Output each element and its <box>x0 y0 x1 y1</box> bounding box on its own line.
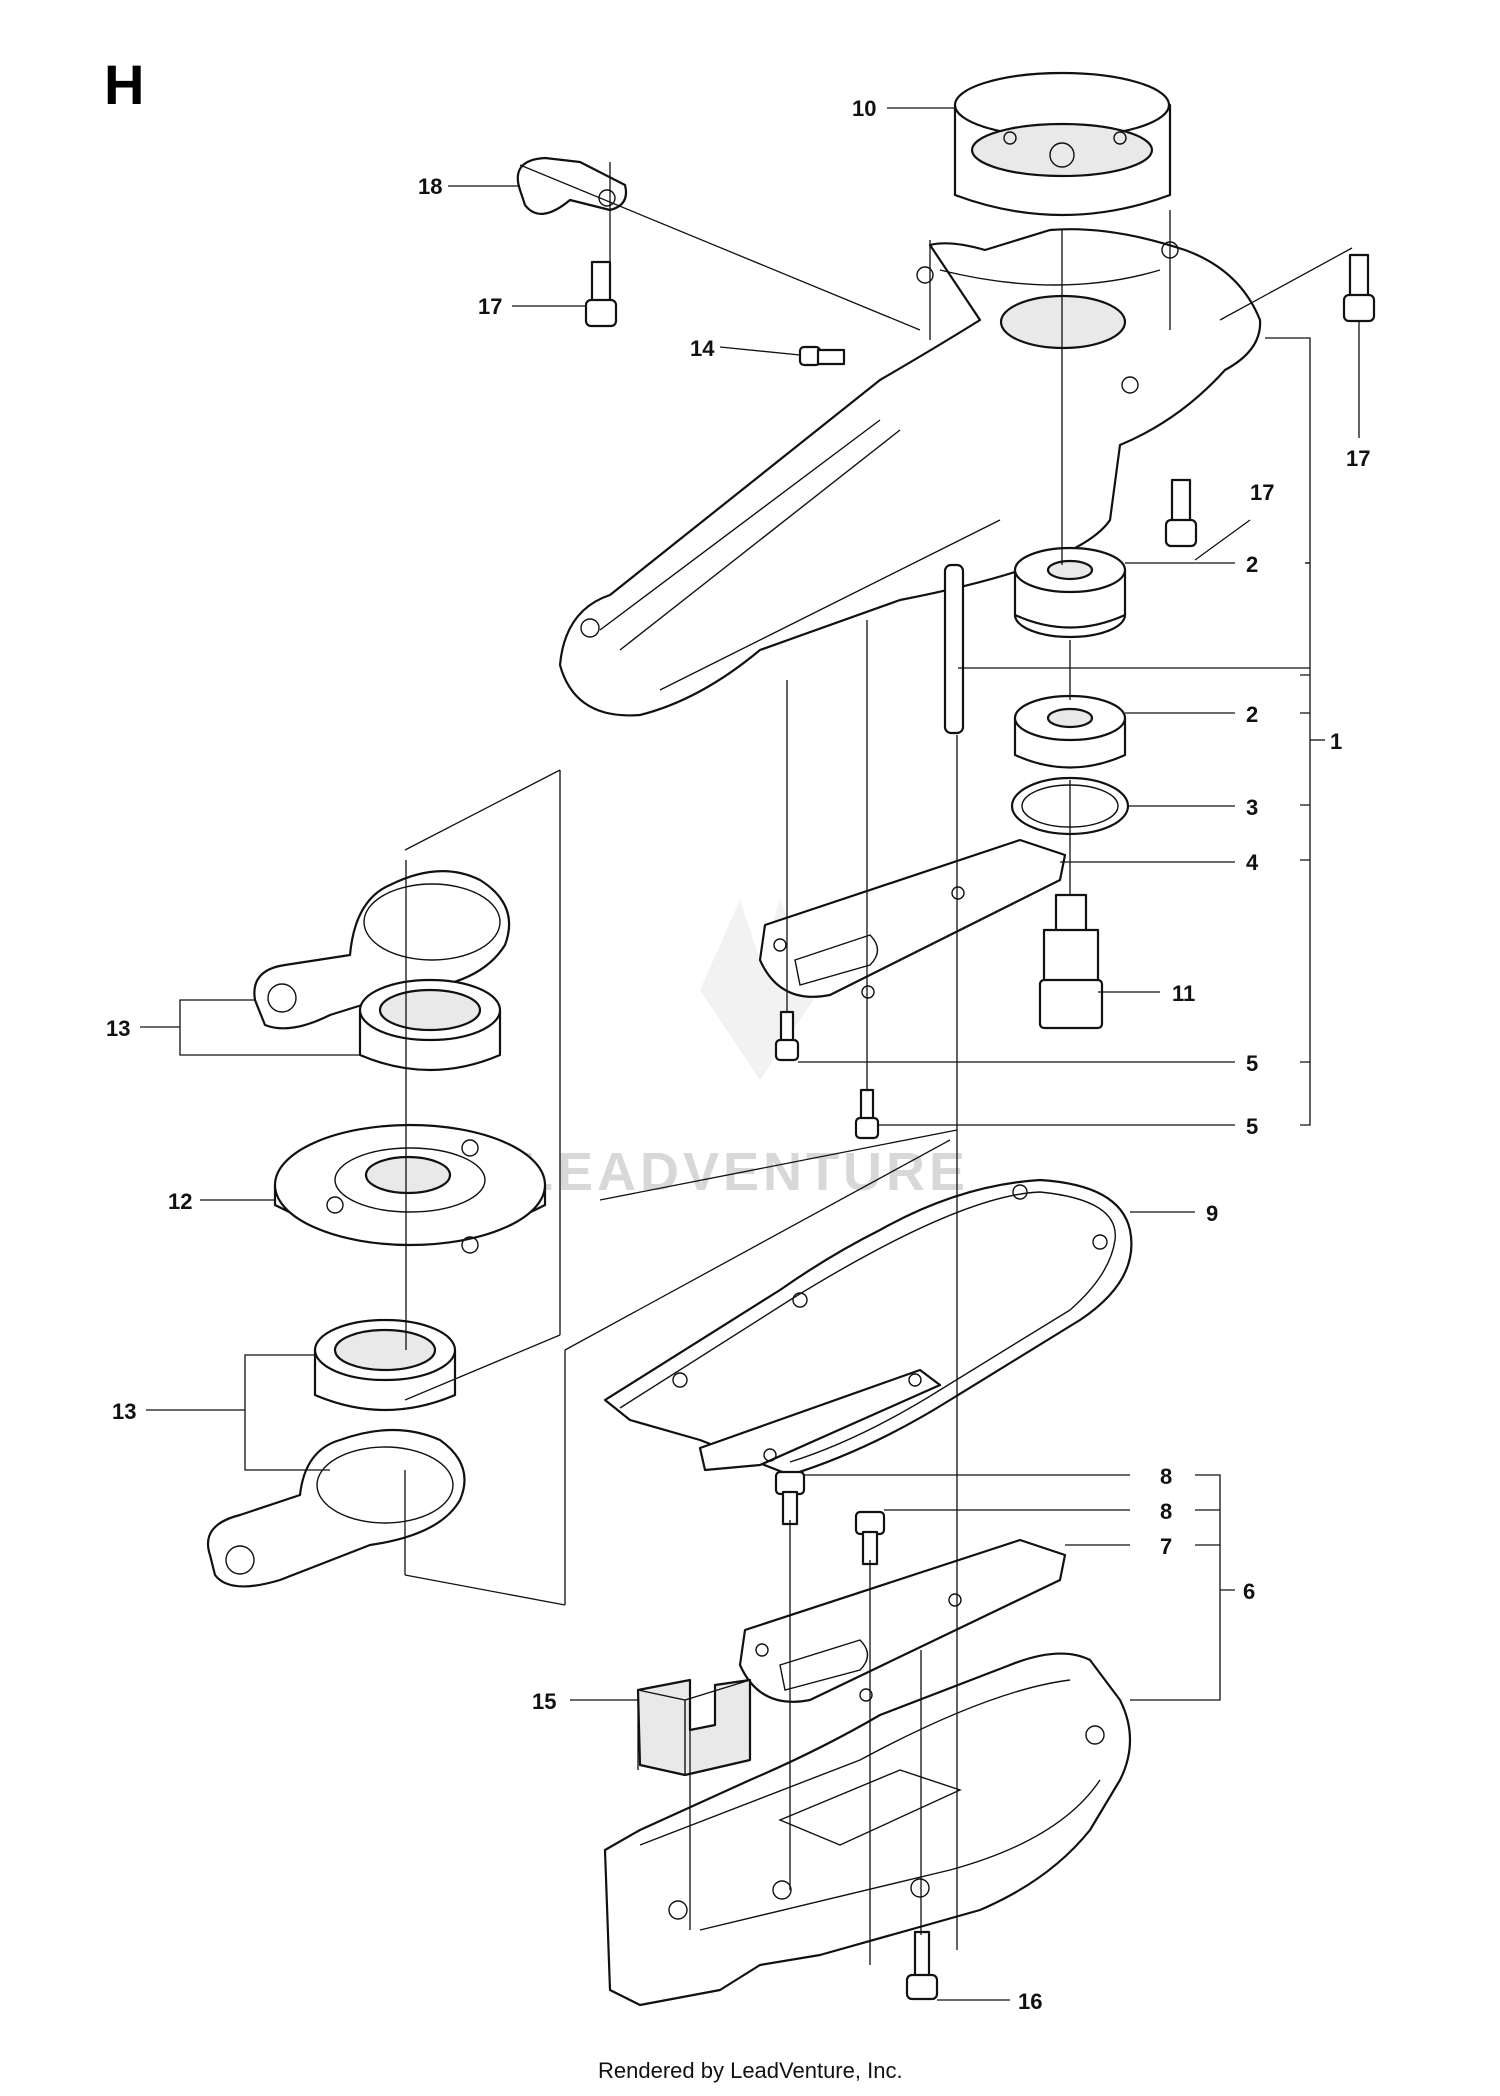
callout-12: 12 <box>168 1189 192 1214</box>
callout-8: 8 <box>1160 1499 1172 1524</box>
part-17-screw-right <box>1342 253 1376 323</box>
callout-14: 14 <box>690 336 715 361</box>
callout-13: 13 <box>112 1399 136 1424</box>
footer-credit: Rendered by LeadVenture, Inc. <box>598 2058 903 2083</box>
leader-lines <box>140 107 1360 2001</box>
part-8-screw-left <box>774 1470 806 1526</box>
callout-17: 17 <box>1250 480 1274 505</box>
callout-3: 3 <box>1246 795 1258 820</box>
callout-9: 9 <box>1206 1201 1218 1226</box>
part-13-washer-lower <box>206 1428 466 1588</box>
section-letter: H <box>104 53 144 116</box>
part-5-screw-lower <box>854 1088 880 1140</box>
part-8-screw-right <box>854 1510 886 1566</box>
part-6-gear-housing-lower <box>603 1652 1132 2007</box>
callout-4: 4 <box>1246 850 1259 875</box>
callout-15: 15 <box>532 1689 556 1714</box>
part-16-screw <box>905 1930 939 2001</box>
dowel-pin <box>943 563 965 735</box>
part-17-screw-middle <box>1164 478 1198 548</box>
part-13-bearing-lower <box>313 1318 457 1412</box>
assembly-guide-lines <box>404 162 1353 1965</box>
callout-17: 17 <box>478 294 502 319</box>
callout-7: 7 <box>1160 1534 1172 1559</box>
callout-2: 2 <box>1246 702 1258 727</box>
callout-2: 2 <box>1246 552 1258 577</box>
part-5-screw-upper <box>774 1010 800 1062</box>
callout-6: 6 <box>1243 1579 1255 1604</box>
part-11-pinion-shaft <box>1038 893 1104 1030</box>
callout-16: 16 <box>1018 1989 1042 2014</box>
part-12-flange <box>273 1123 547 1254</box>
callout-5: 5 <box>1246 1114 1258 1139</box>
callout-10: 10 <box>852 96 876 121</box>
part-2-bearing-lower <box>1013 694 1127 769</box>
callout-1: 1 <box>1330 729 1342 754</box>
part-13-bearing-upper <box>358 978 502 1072</box>
callout-17: 17 <box>1346 446 1370 471</box>
callout-13: 13 <box>106 1016 130 1041</box>
part-10-clutch-drum <box>953 71 1172 217</box>
part-15-block <box>636 1678 752 1777</box>
callout-5: 5 <box>1246 1051 1258 1076</box>
part-9-gasket <box>603 1178 1133 1477</box>
callout-11: 11 <box>1172 981 1195 1006</box>
part-14-grease-nipple <box>798 345 846 367</box>
gear-housing-upper <box>558 228 1262 717</box>
callout-18: 18 <box>418 174 442 199</box>
callout-8: 8 <box>1160 1464 1172 1489</box>
part-17-screw-left <box>584 260 618 328</box>
part-4-gasket-plate <box>758 838 1067 999</box>
part-2-bearing-upper <box>1013 546 1127 639</box>
part-13-washer-upper <box>253 870 511 1030</box>
